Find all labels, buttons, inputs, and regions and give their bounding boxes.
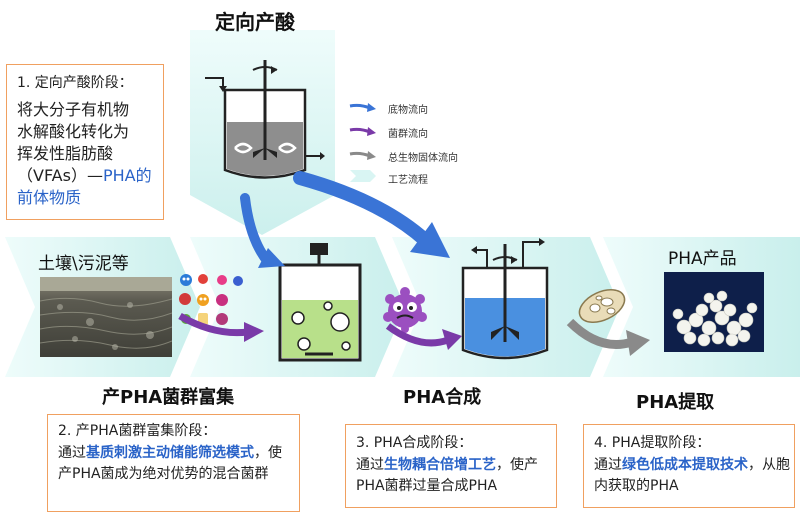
legend-arrows-icon <box>349 103 376 182</box>
legend: 底物流向 菌群流向 总生物固体流向 工艺流程 <box>348 100 498 190</box>
synthesis-reactor-icon <box>461 238 549 360</box>
title-synthesis: PHA合成 <box>403 387 482 408</box>
stage3-heading: 3. PHA合成阶段： <box>356 435 473 451</box>
cell-capsule-icon <box>578 289 626 323</box>
arrow-solids <box>566 318 634 349</box>
sludge-photo <box>40 277 172 357</box>
title-enrich: 产PHA菌群富集 <box>102 387 235 408</box>
stage4-desc: 通过绿色低成本提取技术，从胞内获取的PHA <box>594 457 790 494</box>
stage3-desc: 通过生物耦合倍增工艺，使产PHA菌群过量合成PHA <box>356 457 538 494</box>
pha-product-photo <box>664 272 764 352</box>
stage4-heading: 4. PHA提取阶段： <box>594 435 711 451</box>
microbe-monster-icon <box>383 287 427 333</box>
stage2-desc: 通过基质刺激主动储能筛选模式，使产PHA菌成为绝对优势的混合菌群 <box>58 445 282 482</box>
stage4-box: 4. PHA提取阶段： 通过绿色低成本提取技术，从胞内获取的PHA <box>583 424 795 508</box>
acid-reactor-icon <box>205 60 325 179</box>
stage2-box: 2. 产PHA菌群富集阶段： 通过基质刺激主动储能筛选模式，使产PHA菌成为绝对… <box>47 414 300 512</box>
label-product: PHA产品 <box>668 249 737 269</box>
stage1-desc: 将大分子有机物 水解酸化转化为 挥发性脂肪酸 （VFAs）—PHA的 前体物质 <box>17 100 152 207</box>
arrow-microbe-2 <box>385 323 450 347</box>
legend-process: 工艺流程 <box>388 175 428 186</box>
stage3-box: 3. PHA合成阶段： 通过生物耦合倍增工艺，使产PHA菌群过量合成PHA <box>345 424 557 508</box>
arrow-substrate-1 <box>240 193 273 267</box>
legend-substrate: 底物流向 <box>388 105 428 116</box>
label-source: 土壤\污泥等 <box>38 254 129 274</box>
enrichment-reactor-icon <box>278 243 362 362</box>
legend-microbe: 菌群流向 <box>388 129 428 140</box>
arrow-microbe-1 <box>178 312 249 337</box>
stage1-heading: 1. 定向产酸阶段： <box>17 75 133 91</box>
legend-solids: 总生物固体流向 <box>388 153 458 164</box>
arrow-substrate-2 <box>293 171 432 247</box>
stage1-box: 1. 定向产酸阶段： 将大分子有机物 水解酸化转化为 挥发性脂肪酸 （VFAs）… <box>6 64 164 220</box>
stage2-heading: 2. 产PHA菌群富集阶段： <box>58 423 217 439</box>
title-acid: 定向产酸 <box>215 10 295 34</box>
title-extract: PHA提取 <box>636 392 715 413</box>
